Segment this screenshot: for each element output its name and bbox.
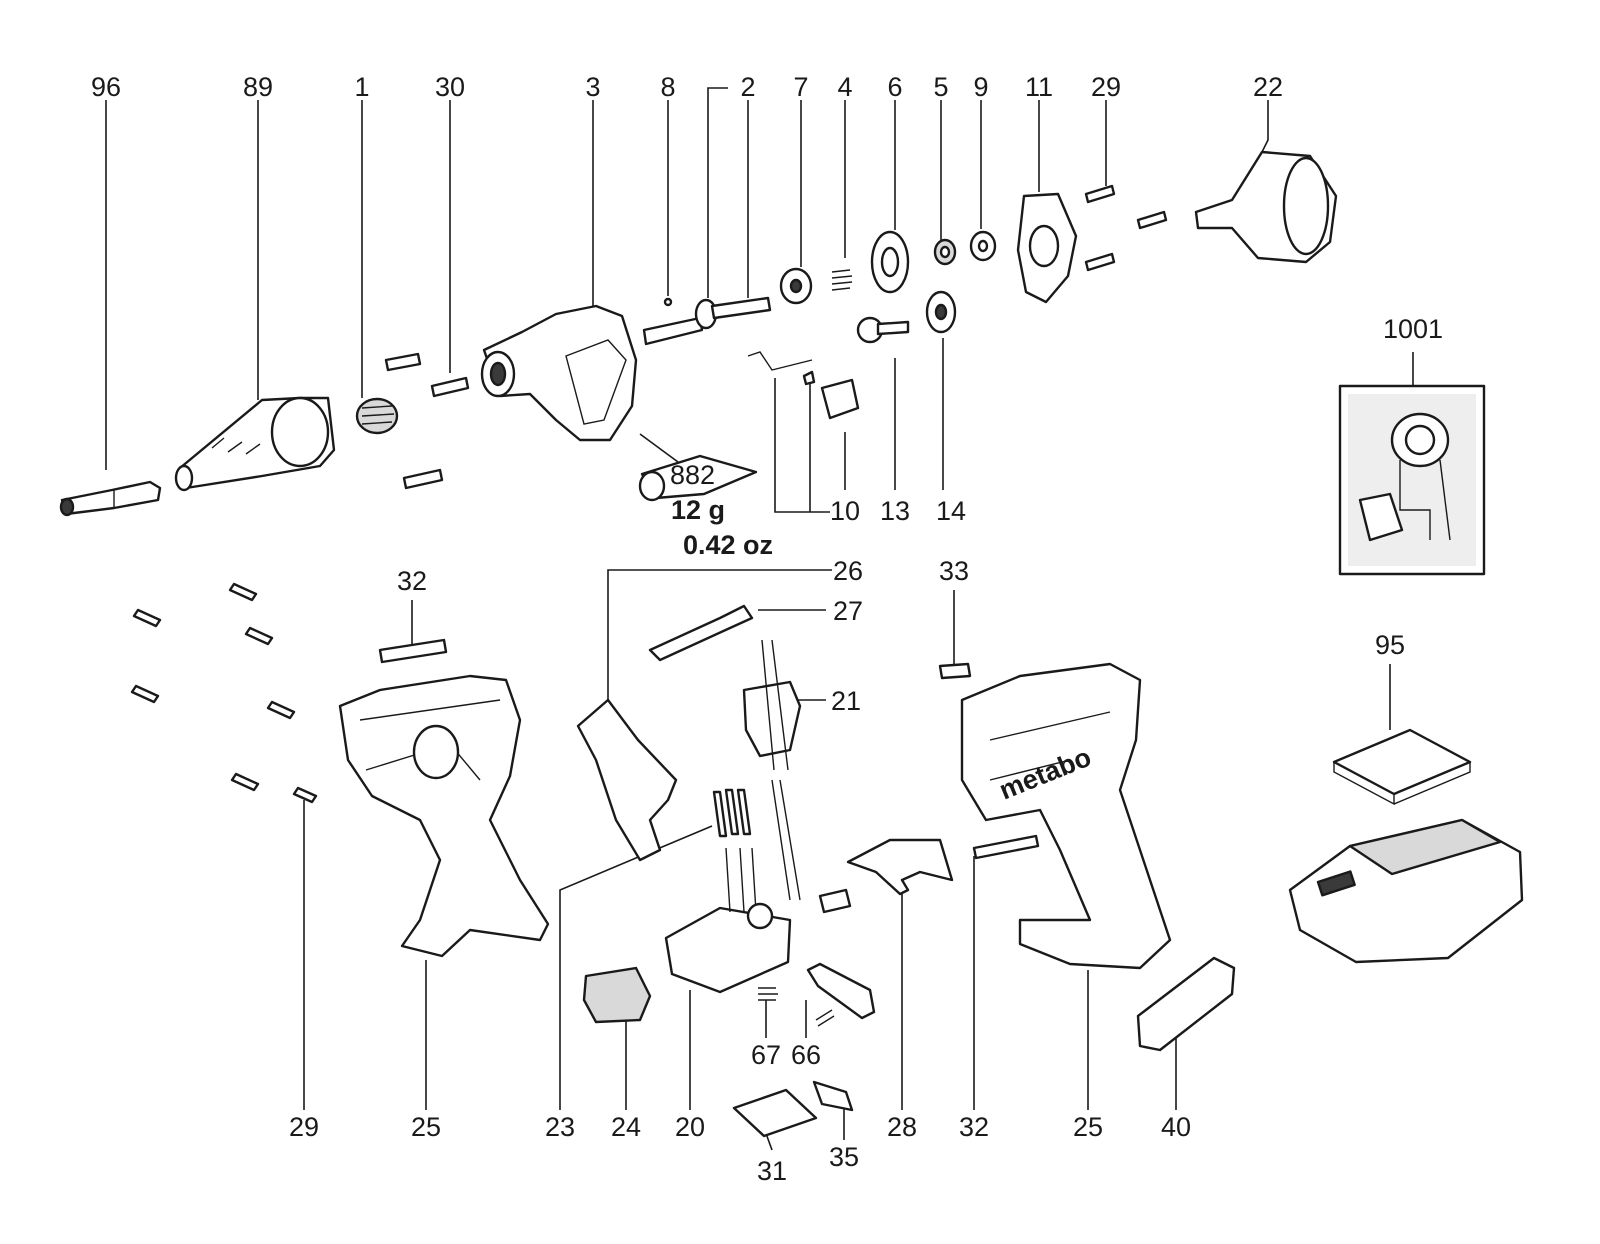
label-89: 89 [243,72,273,102]
part-95-battery-cover [1332,728,1472,806]
part-22-motor [1194,150,1338,264]
label-30: 30 [435,72,465,102]
part-5-bearing [933,238,957,266]
part-25-housing-left [338,674,550,958]
part-25-housing-right: metabo [960,662,1172,970]
label-8: 8 [660,72,675,102]
label-32-right: 32 [959,1112,989,1142]
label-5: 5 [933,72,948,102]
part-26-switch-cover [576,698,678,862]
label-96: 96 [91,72,121,102]
part-7-clutch [779,267,813,305]
label-14: 14 [936,496,966,526]
label-2: 2 [740,72,755,102]
grease-weight-g: 12 g [671,495,725,525]
part-35-clip [812,1080,854,1112]
part-89-nose-cone [174,396,336,492]
part-9-washer [969,230,997,262]
label-1: 1 [354,72,369,102]
label-32-left: 32 [397,566,427,596]
label-40: 40 [1161,1112,1191,1142]
inset-1001-brush-plate [1338,384,1486,576]
part-29-screws-top [1084,184,1168,272]
grease-tube-882: 882 12 g 0.42 oz [638,433,773,560]
label-23: 23 [545,1112,575,1142]
label-21: 21 [831,686,861,716]
part-30-screws [384,352,470,490]
label-22: 22 [1253,72,1283,102]
label-29-top: 29 [1091,72,1121,102]
part-3-gear-housing [480,304,638,442]
label-9: 9 [973,72,988,102]
part-10-stop-set [747,351,860,420]
label-66: 66 [791,1040,821,1070]
label-25-right: 25 [1073,1112,1103,1142]
part-8-ball [663,297,673,307]
label-10: 10 [830,496,860,526]
label-67: 67 [751,1040,781,1070]
label-35: 35 [829,1142,859,1172]
label-95: 95 [1375,630,1405,660]
part-24-led-module [582,966,652,1024]
part-28-bracket [846,838,954,896]
label-33: 33 [939,556,969,586]
part-11-motor-flange [1016,192,1078,304]
label-11: 11 [1025,72,1053,102]
bottom-leaders [303,569,1391,1151]
part-21-switch [742,639,852,914]
label-13: 13 [880,496,910,526]
label-28: 28 [887,1112,917,1142]
grease-weight-oz: 0.42 oz [683,530,773,560]
part-67-spring [758,987,778,1001]
label-27: 27 [833,596,863,626]
part-33-label [938,662,972,680]
housing-screws-left [130,582,318,804]
part-66-lever [806,962,876,1027]
part-96-bit-holder [59,480,162,517]
battery-pack [1288,818,1524,964]
label-25-left: 25 [411,1112,441,1142]
part-20-electronics [664,847,792,994]
label-7: 7 [793,72,808,102]
label-6: 6 [887,72,902,102]
part-13-shaft [856,316,910,344]
label-24: 24 [611,1112,641,1142]
label-31: 31 [757,1156,787,1186]
part-2-spindle [642,296,772,346]
label-3: 3 [585,72,600,102]
label-1001: 1001 [1383,314,1443,344]
part-32-label-right [972,834,1040,860]
part-14-pinion [925,290,957,334]
label-29-bottom: 29 [289,1112,319,1142]
label-4: 4 [837,72,852,102]
part-23-contacts [712,788,752,838]
part-4-spring [831,269,853,291]
part-labels: 96 89 1 30 3 8 2 7 4 6 5 9 11 29 22 1001… [91,72,1443,1186]
part-40-cover-plate [1136,956,1236,1052]
part-6-gear [870,230,910,294]
part-32-label-left [378,638,448,664]
part-27-trigger-spring [648,604,754,662]
part-1-depth-sleeve [355,397,399,435]
top-leaders [105,87,1414,513]
label-26: 26 [833,556,863,586]
grease-code: 882 [670,460,715,490]
part-31-pad [732,1088,818,1138]
label-20: 20 [675,1112,705,1142]
